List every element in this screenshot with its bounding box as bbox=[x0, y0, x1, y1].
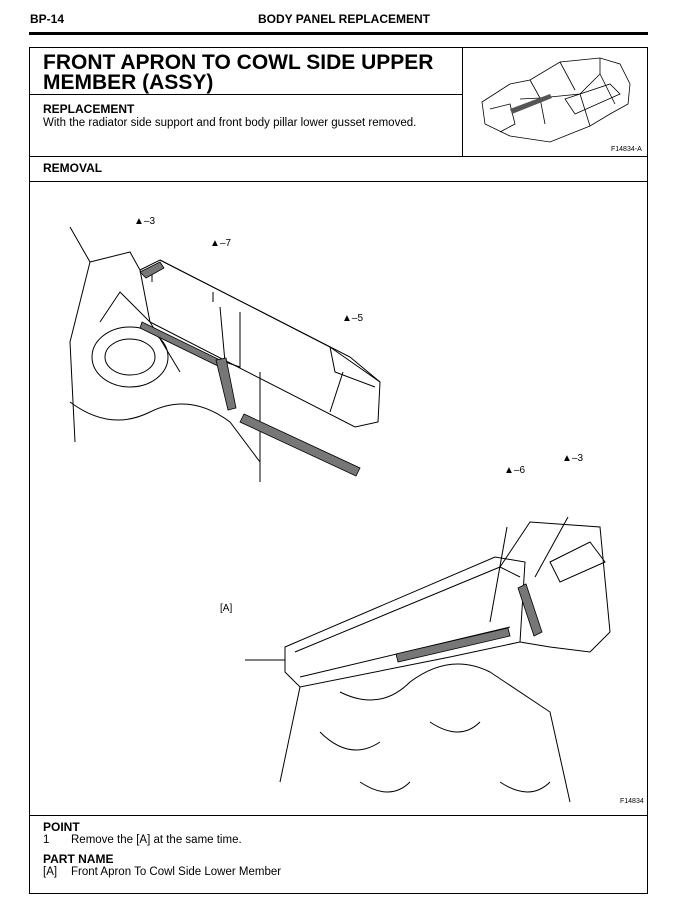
part-name-heading: PART NAME bbox=[43, 852, 114, 866]
weld-warning-icon: ▲ bbox=[210, 238, 220, 249]
section-title: BODY PANEL REPLACEMENT bbox=[257, 12, 431, 26]
vehicle-body-thumbnail bbox=[481, 57, 631, 143]
part-name-text: Front Apron To Cowl Side Lower Member bbox=[71, 866, 282, 878]
divider bbox=[30, 156, 647, 157]
procedure-box: FRONT APRON TO COWL SIDE UPPER MEMBER (A… bbox=[29, 47, 648, 894]
part-label-a: [A] bbox=[220, 603, 233, 614]
removal-illustration bbox=[69, 226, 611, 803]
callout-spot-6: ▲–6 bbox=[504, 465, 526, 476]
divider bbox=[30, 181, 647, 182]
part-name-key: [A] bbox=[43, 866, 58, 878]
point-item-number: 1 bbox=[43, 834, 50, 846]
header-rule bbox=[29, 32, 648, 35]
callout-weld-5: ▲–5 bbox=[342, 313, 364, 324]
callout-spot-3: ▲–3 bbox=[562, 453, 584, 464]
thumbnail-figure-code: F14834-A bbox=[611, 146, 642, 153]
callout-weld-7: ▲–7 bbox=[210, 238, 232, 249]
point-heading: POINT bbox=[43, 820, 80, 834]
divider bbox=[30, 815, 647, 816]
spot-weld-icon: ▲ bbox=[562, 453, 572, 464]
replacement-text: With the radiator side support and front… bbox=[43, 117, 417, 129]
divider bbox=[30, 94, 462, 95]
point-item-text: Remove the [A] at the same time. bbox=[71, 834, 242, 846]
weld-warning-icon: ▲ bbox=[342, 313, 352, 324]
removal-figure-code: F14834 bbox=[620, 798, 644, 805]
removal-heading: REMOVAL bbox=[43, 161, 103, 175]
page-code: BP-14 bbox=[30, 12, 65, 26]
divider bbox=[462, 48, 463, 156]
replacement-heading: REPLACEMENT bbox=[43, 102, 135, 116]
weld-warning-icon: ▲ bbox=[134, 216, 144, 227]
spot-weld-icon: ▲ bbox=[504, 465, 514, 476]
callout-weld-3: ▲–3 bbox=[134, 216, 156, 227]
page-title: FRONT APRON TO COWL SIDE UPPER MEMBER (A… bbox=[43, 51, 434, 94]
